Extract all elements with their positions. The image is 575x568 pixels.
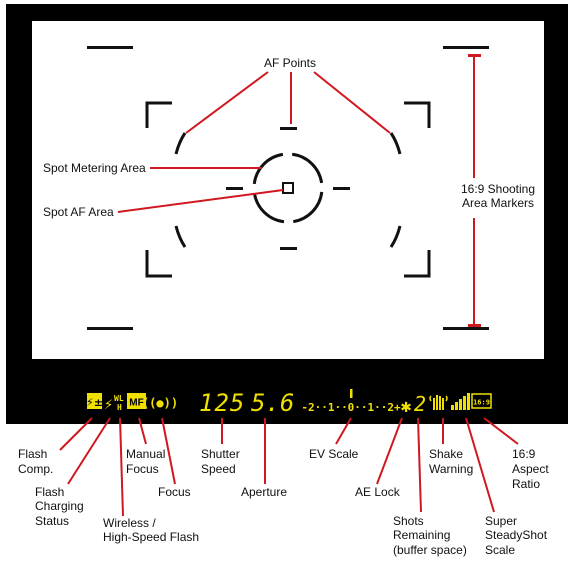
af-arc-upper-right	[389, 132, 402, 155]
label-shots-remaining-3: (buffer space)	[393, 543, 467, 557]
ae-lock-icon: ✱	[401, 396, 412, 417]
label-shots-remaining-2: Remaining	[393, 528, 450, 542]
ev-scale-icon: -2··1··0··1··2+	[301, 401, 401, 414]
af-corner-bottom-right	[404, 250, 431, 278]
leader-manual-focus	[138, 417, 147, 445]
bottom-labels: Flash Comp. Flash Charging Status Wirele…	[18, 447, 549, 557]
spot-af-square	[282, 182, 294, 194]
label-shake-warning-2: Warning	[429, 462, 473, 476]
viewfinder-leaders	[117, 55, 475, 326]
aspect-ratio-glyph: 16:9	[473, 399, 490, 407]
label-flash-comp-2: Comp.	[18, 462, 53, 476]
label-wireless-1: Wireless /	[103, 516, 156, 530]
leader-shots-remaining	[417, 417, 422, 513]
ev-scale-pointer	[350, 389, 353, 398]
wireless-flash-icon: WL	[114, 394, 124, 403]
label-aspect-ratio-2: Aspect	[512, 462, 549, 476]
shake-warning-icon	[429, 395, 448, 410]
flash-comp-glyph: ⚡±	[86, 396, 103, 409]
marker-top-left	[87, 46, 133, 49]
label-steadyshot-2: SteadyShot	[485, 528, 548, 542]
spot-af-label: Spot AF Area	[43, 205, 114, 219]
spot-metering-label: Spot Metering Area	[43, 161, 146, 175]
label-steadyshot-1: Super	[485, 514, 517, 528]
af-point-right	[333, 187, 350, 190]
shutter-speed-value: 125	[199, 389, 245, 417]
label-flash-comp-1: Flash	[18, 447, 47, 461]
leader-ev-scale	[335, 417, 352, 445]
label-flash-charging-3: Status	[35, 514, 69, 528]
manual-focus-icon	[127, 393, 146, 409]
af-points-label: AF Points	[264, 56, 316, 70]
marker-bottom-left	[87, 327, 133, 330]
marker-bottom-right	[443, 327, 489, 330]
shooting-area-label-line2: Area Markers	[462, 196, 534, 210]
flash-comp-icon	[87, 393, 102, 409]
focus-indicator-icon: ((●))	[142, 396, 178, 410]
label-ae-lock: AE Lock	[355, 485, 401, 499]
label-flash-charging-2: Charging	[35, 499, 84, 513]
leader-steadyshot	[465, 417, 495, 513]
aperture-value: 5.6	[251, 389, 294, 417]
af-point-arcs	[174, 132, 402, 248]
shots-remaining-value: 2	[414, 392, 426, 416]
leader-spot-af	[117, 189, 284, 213]
label-wireless-2: High-Speed Flash	[103, 530, 199, 544]
leader-flash-charging	[67, 417, 111, 485]
leader-cap-top	[468, 54, 481, 57]
mf-glyph: MF	[129, 398, 143, 409]
leader-ae-lock	[376, 417, 403, 485]
shooting-area-markers	[87, 46, 489, 330]
af-arc-lower-left	[174, 225, 187, 248]
af-point-left	[226, 187, 243, 190]
label-shutter-speed-1: Shutter	[201, 447, 240, 461]
label-focus: Focus	[158, 485, 191, 499]
shooting-area-label-line1: 16:9 Shooting	[461, 182, 535, 196]
label-shots-remaining-1: Shots	[393, 514, 424, 528]
center-af-points	[226, 127, 350, 250]
af-arc-upper-left	[174, 132, 187, 155]
label-ev-scale: EV Scale	[309, 447, 359, 461]
aspect-ratio-icon	[471, 393, 492, 409]
af-corner-top-right	[404, 101, 431, 128]
flash-charging-icon: ⚡	[104, 395, 113, 413]
label-manual-focus-2: Focus	[126, 462, 159, 476]
leader-aspect-ratio	[483, 417, 519, 445]
marker-top-right	[443, 46, 489, 49]
label-steadyshot-3: Scale	[485, 543, 515, 557]
leader-cap-bottom	[468, 324, 481, 327]
af-frame-corners	[145, 101, 431, 278]
leader-wireless	[119, 417, 124, 517]
label-aperture: Aperture	[241, 485, 287, 499]
leader-flash-comp	[59, 417, 93, 451]
af-arc-lower-right	[389, 225, 402, 248]
steadyshot-scale-icon	[451, 393, 470, 410]
label-flash-charging-1: Flash	[35, 485, 64, 499]
label-aspect-ratio-3: Ratio	[512, 477, 540, 491]
label-shutter-speed-2: Speed	[201, 462, 236, 476]
leader-af-right	[313, 71, 391, 134]
label-shake-warning-1: Shake	[429, 447, 463, 461]
bottom-leaders	[59, 417, 519, 517]
af-point-bottom	[280, 247, 297, 250]
label-aspect-ratio-1: 16:9	[512, 447, 536, 461]
af-corner-top-left	[145, 101, 172, 128]
frame-area	[32, 21, 544, 359]
af-point-top	[280, 127, 297, 130]
label-manual-focus-1: Manual	[126, 447, 165, 461]
lcd-info-strip: ⚡± ⚡ WL H MF ((●)) 125 5.6 -2··1··0··1··…	[86, 389, 492, 417]
leader-af-left	[185, 71, 269, 134]
leader-focus	[161, 417, 176, 485]
highspeed-flash-icon: H	[117, 403, 122, 412]
af-corner-bottom-left	[145, 250, 172, 278]
